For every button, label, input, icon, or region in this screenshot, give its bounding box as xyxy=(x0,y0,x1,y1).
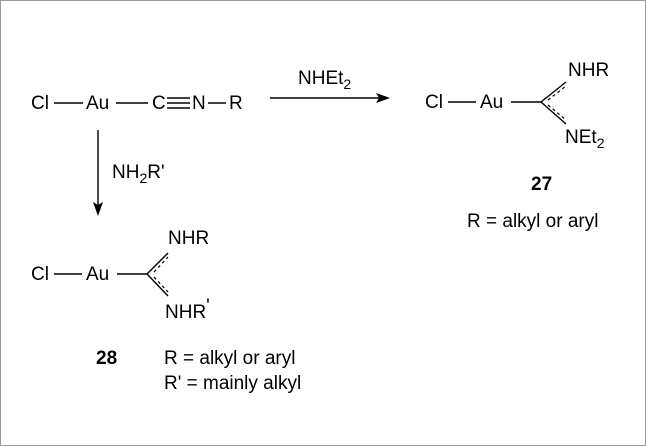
reaction-arrow-right xyxy=(270,93,390,103)
p28-au: Au xyxy=(86,264,109,285)
reactant-isocyanide-complex: Cl Au C N R xyxy=(31,93,243,114)
p27-bond-c-n-top xyxy=(540,81,567,103)
reactant-au: Au xyxy=(86,93,109,114)
p27-delocalized-bond xyxy=(547,85,567,121)
reaction-arrow-down xyxy=(93,130,103,216)
reactant-triple-bond xyxy=(167,97,190,109)
p28-bond-c-n-top xyxy=(146,252,169,275)
reactant-cl: Cl xyxy=(31,93,49,114)
product-28-structure: Cl Au NHR NHR' xyxy=(31,228,210,323)
product-27-structure: Cl Au NHR NEt2 xyxy=(425,60,609,151)
p27-bond-c-n-bottom xyxy=(540,101,567,125)
p27-nhr: NHR xyxy=(568,60,609,81)
reactant-c: C xyxy=(152,93,166,114)
p28-cl: Cl xyxy=(31,264,49,285)
p27-net2: NEt2 xyxy=(565,127,605,151)
p27-r-definition: R = alkyl or aryl xyxy=(467,211,598,232)
reagent-nh2r-prime: NH2R' xyxy=(112,162,165,186)
p28-nhr-top: NHR xyxy=(168,228,209,249)
reagent-nhet2: NHEt2 xyxy=(298,68,351,92)
p28-nhr-bottom: NHR' xyxy=(165,296,210,323)
reactant-n: N xyxy=(192,93,206,114)
p27-au: Au xyxy=(480,92,503,113)
reactant-r: R xyxy=(229,93,243,114)
p28-r-prime-definition: R' = mainly alkyl xyxy=(164,373,301,394)
compound-number-28: 28 xyxy=(96,348,117,369)
p28-r-definition: R = alkyl or aryl xyxy=(164,348,295,369)
p27-cl: Cl xyxy=(425,92,443,113)
p28-bond-c-n-bottom xyxy=(146,273,169,297)
p28-delocalized-bond xyxy=(153,256,169,293)
compound-number-27: 27 xyxy=(531,174,552,195)
